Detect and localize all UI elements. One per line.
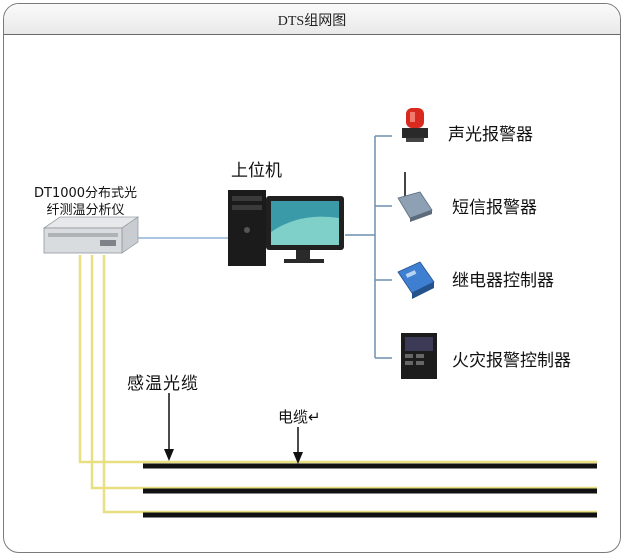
host-computer-icon (228, 190, 344, 266)
sms-modem-icon (397, 172, 433, 222)
sensing-fibers (78, 255, 597, 514)
analyzer-unit-icon (42, 216, 140, 254)
device-label-alarm-light: 声光报警器 (448, 125, 533, 145)
alarm-light-icon (402, 108, 428, 142)
relay-module-icon (397, 261, 435, 299)
power-cable-arrow (293, 427, 303, 464)
sensing-cable-arrow (164, 393, 174, 461)
sensing-cable-label: 感温光缆 (127, 374, 199, 394)
title-bar: DTS组网图 (4, 4, 620, 35)
device-label-sms: 短信报警器 (452, 198, 537, 218)
device-label-fire-alarm: 火灾报警控制器 (452, 351, 571, 371)
device-label-relay: 继电器控制器 (452, 271, 554, 291)
power-cable-label: 电缆↵ (278, 408, 321, 426)
analyzer-label-line2: 纤测温分析仪 (46, 203, 125, 218)
diagram-title: DTS组网图 (277, 14, 347, 29)
analyzer-label: DT1000分布式光 纤测温分析仪 (34, 185, 137, 219)
fire-alarm-panel-icon (401, 333, 437, 379)
host-label: 上位机 (231, 161, 282, 181)
analyzer-label-line1: DT1000分布式光 (34, 186, 138, 201)
power-cables (143, 463, 597, 518)
